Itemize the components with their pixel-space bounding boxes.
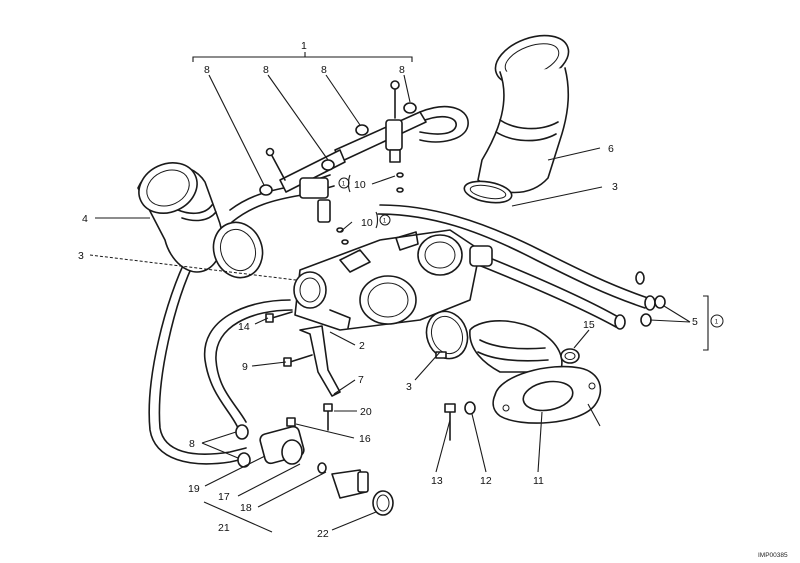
drawing-code: IMP00385 <box>758 552 788 559</box>
callout-12: 12 <box>480 475 492 487</box>
callout-11: 11 <box>533 475 544 487</box>
callout-8e: 8 <box>189 438 195 450</box>
intake-boot-left <box>137 162 264 279</box>
callout-8a: 8 <box>204 64 210 76</box>
callout-2: 2 <box>359 340 365 352</box>
callout-9: 9 <box>242 361 248 373</box>
callout-21: 21 <box>218 522 230 534</box>
circled-note-b: 1 <box>383 218 387 225</box>
callout-5: 5 <box>692 316 698 328</box>
callout-labels: 1 8 8 8 8 10 10 6 3 4 3 5 14 15 2 9 7 3 … <box>78 40 788 559</box>
hose-long-left <box>148 254 249 465</box>
callout-6: 6 <box>608 143 614 155</box>
callout-8c: 8 <box>321 64 327 76</box>
callout-15: 15 <box>583 319 595 331</box>
callout-14: 14 <box>238 321 250 333</box>
fasteners-right <box>444 348 580 441</box>
hose-mid-left <box>203 299 293 429</box>
callout-19: 19 <box>188 483 200 495</box>
callout-18: 18 <box>240 502 252 514</box>
circled-note-c: 1 <box>715 319 719 326</box>
callout-17: 17 <box>218 491 230 503</box>
lower-fittings <box>235 424 394 516</box>
callout-8b: 8 <box>263 64 269 76</box>
bracket-and-bolts <box>265 311 341 431</box>
callout-3a: 3 <box>612 181 618 193</box>
intake-manifold <box>469 320 602 424</box>
callout-8d: 8 <box>399 64 405 76</box>
circled-note-a: 1 <box>342 181 346 188</box>
callout-3b: 3 <box>78 250 84 262</box>
hose-upper <box>229 105 469 223</box>
callout-16: 16 <box>359 433 371 445</box>
intake-boot-right <box>463 34 570 204</box>
callout-3c: 3 <box>406 381 412 393</box>
hose-right <box>377 204 666 330</box>
callout-13: 13 <box>431 475 443 487</box>
leader-lines <box>89 52 709 533</box>
callout-7: 7 <box>358 374 364 386</box>
callout-10a: 10 <box>354 179 366 191</box>
clamp-ring <box>425 310 469 360</box>
callout-22: 22 <box>317 528 329 540</box>
callout-10b: 10 <box>361 217 373 229</box>
callout-20: 20 <box>360 406 372 418</box>
callout-1: 1 <box>301 40 307 52</box>
throttle-body <box>293 229 493 331</box>
callout-4: 4 <box>82 213 88 225</box>
top-manifold <box>259 80 427 245</box>
circled-notes: 1 1 1 <box>338 174 724 328</box>
